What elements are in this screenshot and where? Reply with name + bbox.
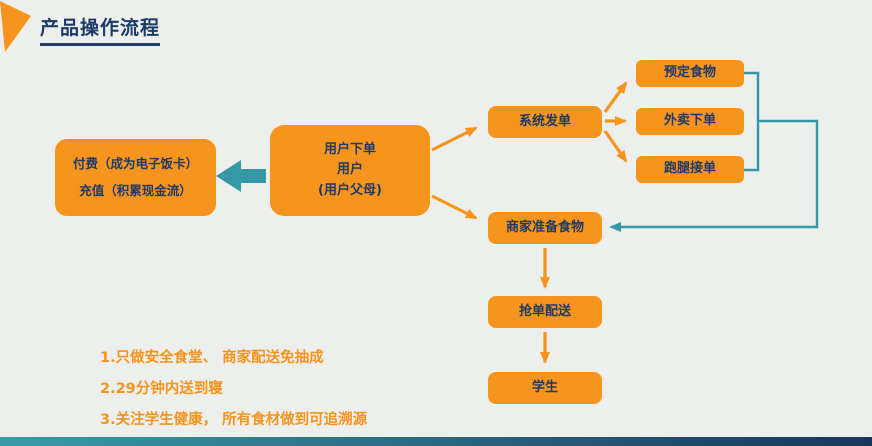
- corner-flag-shape: [0, 1, 31, 52]
- page-title: 产品操作流程: [40, 13, 161, 46]
- arrow-dispatch-to-reserve-icon: [603, 81, 628, 113]
- flow-box-merchant-prepare: 商家准备食物: [488, 212, 602, 244]
- corner-flag-icon: [0, 1, 31, 52]
- flow-box-errand-order: 跑腿接单: [636, 156, 744, 183]
- reserve-label: 预定食物: [663, 65, 716, 81]
- takeout-label: 外卖下单: [663, 113, 716, 129]
- user-line3: (用户父母): [318, 182, 382, 198]
- arrow-user-to-dispatch-icon: [431, 126, 478, 152]
- arrow-user-to-prepare-icon: [431, 194, 478, 220]
- flow-box-system-dispatch: 系统发单: [488, 106, 602, 138]
- bottom-accent-bar: [0, 437, 872, 446]
- user-line2: 用户: [336, 162, 363, 178]
- flow-box-reserve-food: 预定食物: [636, 60, 744, 87]
- deliver-label: 抢单配送: [518, 303, 571, 319]
- flow-box-student: 学生: [488, 372, 602, 404]
- user-line1: 用户下单: [323, 142, 376, 158]
- notes-list: 1.只做安全食堂、 商家配送免抽成 2.29分钟内送到寝 3.关注学生健康， 所…: [100, 343, 367, 436]
- block-arrow-user-to-pay-icon: [216, 160, 266, 192]
- note-item-1: 1.只做安全食堂、 商家配送免抽成: [100, 350, 324, 366]
- bracket-order-options: [744, 71, 760, 172]
- flow-box-user-order: 用户下单 用户 (用户父母): [270, 125, 430, 216]
- arrow-dispatch-to-errand-icon: [603, 130, 628, 163]
- flow-box-grab-deliver: 抢单配送: [488, 296, 602, 328]
- pay-line1: 付费（成为电子饭卡）: [72, 156, 198, 172]
- note-item-2: 2.29分钟内送到寝: [100, 381, 223, 397]
- prepare-label: 商家准备食物: [505, 219, 584, 235]
- errand-label: 跑腿接单: [663, 161, 716, 177]
- dispatch-label: 系统发单: [518, 113, 571, 129]
- pay-line2: 充值（积累现金流）: [79, 183, 192, 198]
- note-item-3: 3.关注学生健康， 所有食材做到可追溯源: [100, 412, 368, 428]
- flow-box-takeout-order: 外卖下单: [636, 108, 744, 135]
- student-label: 学生: [531, 379, 558, 395]
- flow-box-pay: 付费（成为电子饭卡） 充值（积累现金流）: [55, 139, 216, 216]
